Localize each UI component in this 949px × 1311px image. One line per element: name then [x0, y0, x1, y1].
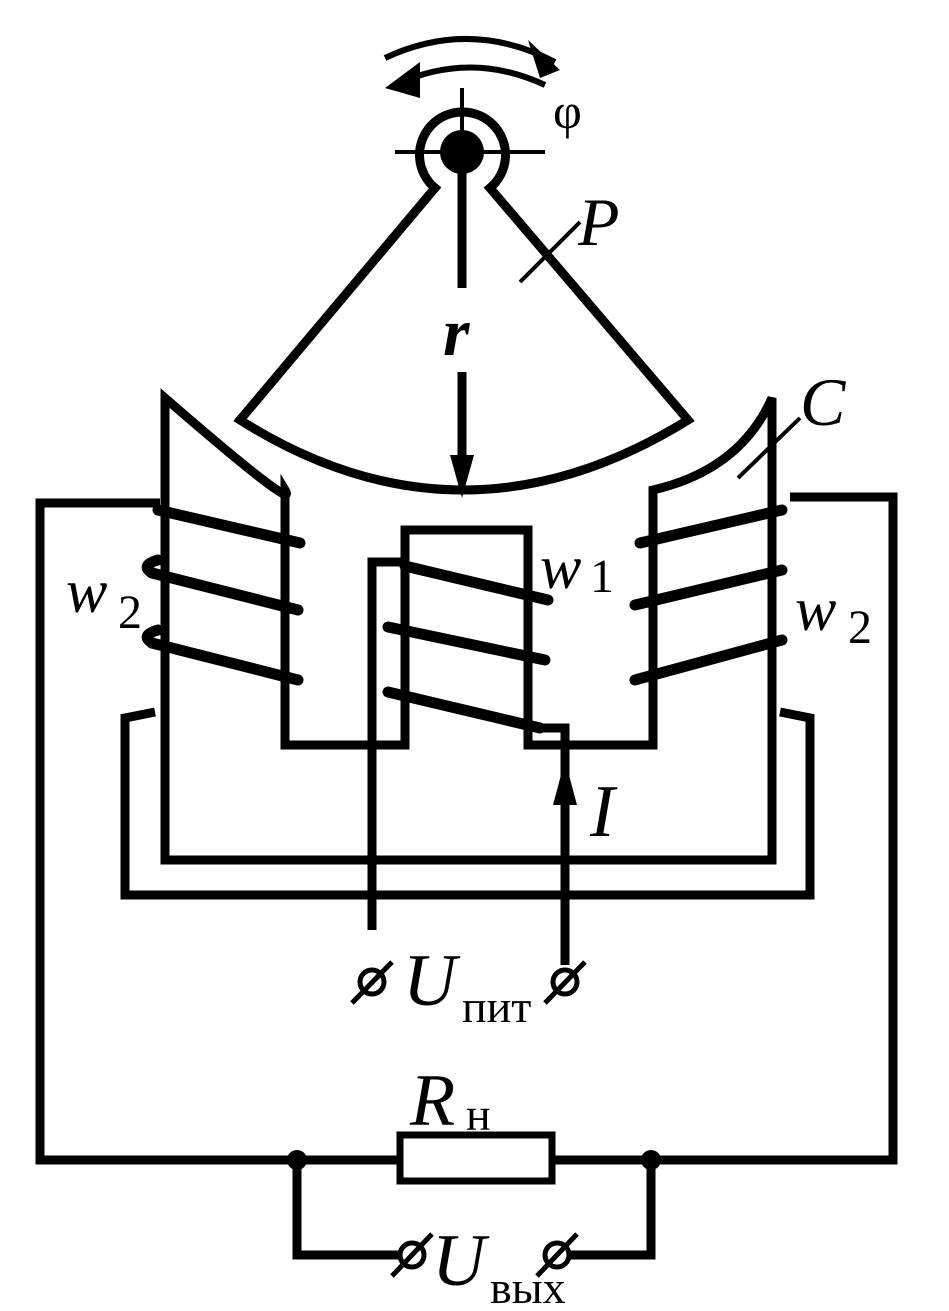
primary-winding-subscript: 1 — [590, 550, 614, 603]
rotor-sector — [233, 107, 695, 495]
load-resistor-subscript: н — [466, 1089, 491, 1140]
primary-coil — [367, 557, 570, 965]
secondary-return-loop — [120, 707, 815, 900]
load-resistor-label: R — [409, 1060, 455, 1142]
supply-terminal-right[interactable] — [543, 960, 587, 1005]
stator-label: C — [800, 364, 846, 440]
radius-arrow — [450, 172, 474, 498]
right-secondary-label: w — [795, 576, 836, 644]
phi-label: φ — [553, 83, 582, 139]
output-voltage-subscript: вых — [490, 1262, 566, 1311]
rotor-leader-line — [518, 220, 582, 284]
radius-label: r — [443, 294, 470, 370]
stator-core — [160, 388, 777, 865]
supply-voltage-label: U — [403, 940, 461, 1022]
output-terminal-right[interactable] — [535, 1232, 579, 1278]
right-secondary-coil — [629, 504, 788, 686]
left-secondary-subscript: 2 — [118, 586, 142, 639]
supply-voltage-subscript: пит — [462, 981, 531, 1032]
rotation-arrow — [383, 36, 560, 98]
load-resistor — [396, 1131, 556, 1185]
right-secondary-subscript: 2 — [848, 601, 872, 654]
output-voltage-label: U — [432, 1220, 490, 1302]
current-label: I — [589, 771, 618, 853]
primary-winding-label: w — [540, 534, 581, 602]
rotor-label: P — [577, 184, 620, 260]
left-secondary-coil — [141, 504, 306, 686]
left-secondary-label: w — [66, 558, 107, 626]
output-leads — [292, 1160, 656, 1260]
output-terminal-left[interactable] — [390, 1232, 434, 1278]
output-circuit — [35, 492, 898, 1165]
current-arrow — [553, 760, 577, 805]
supply-terminal-left[interactable] — [350, 960, 394, 1005]
